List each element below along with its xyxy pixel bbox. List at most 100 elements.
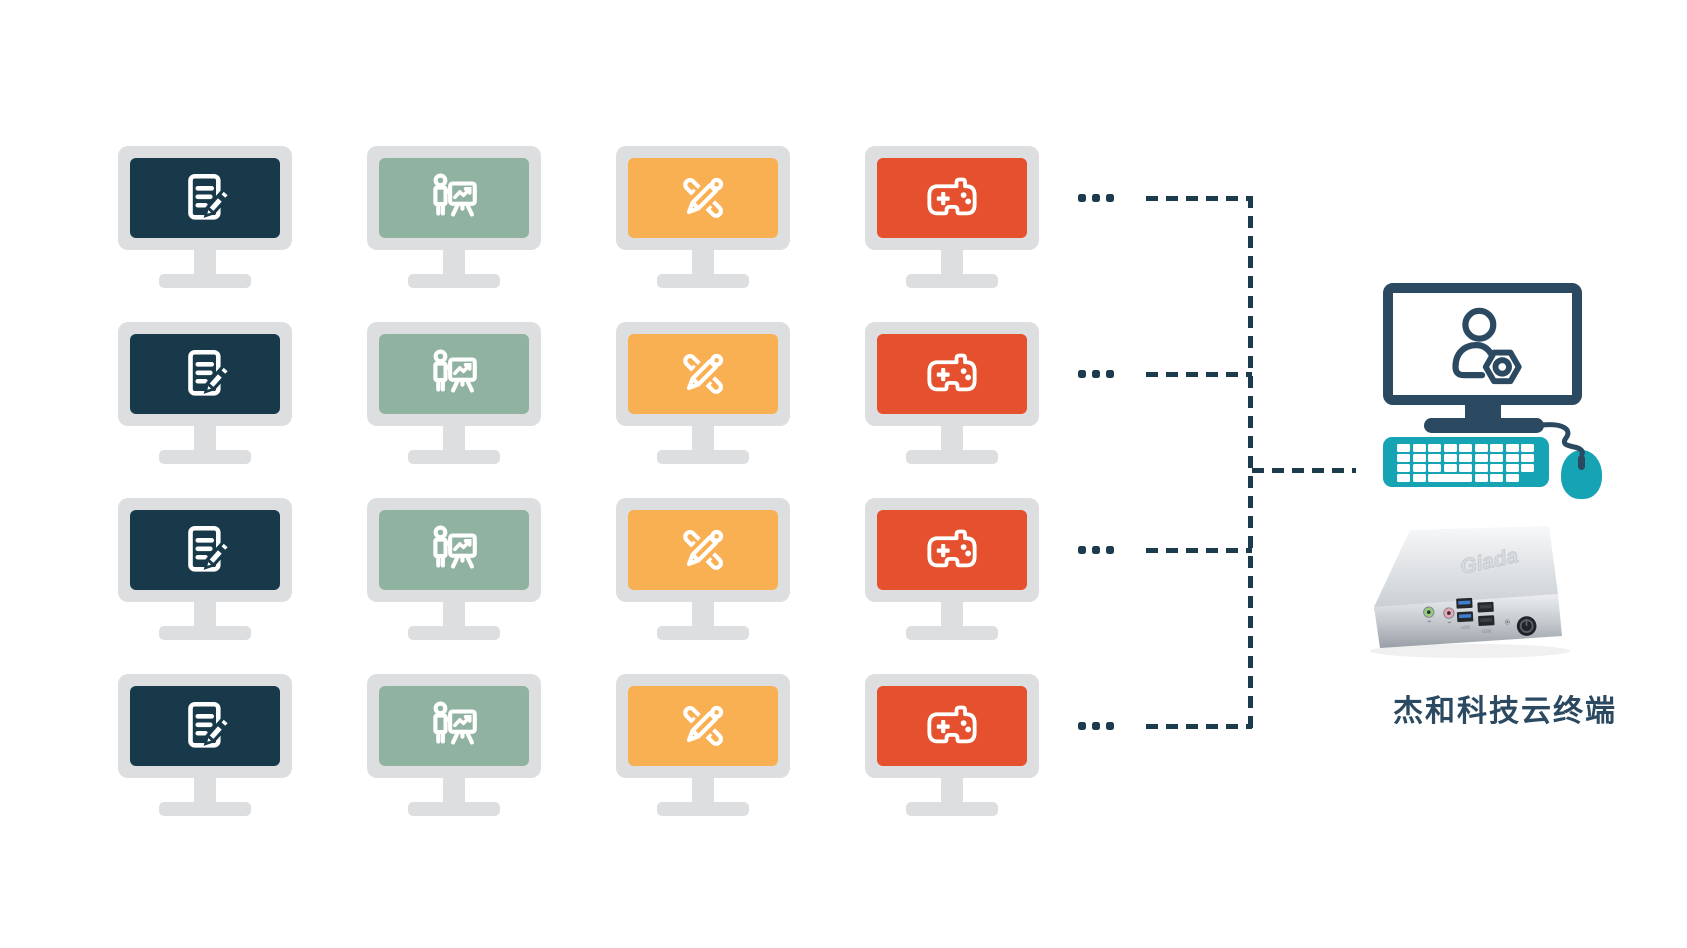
presentation-chart-icon: [425, 169, 483, 227]
ellipsis-more-monitors: [1078, 194, 1114, 202]
trunk-connector-line: [1247, 195, 1253, 729]
monitor-bezel: [118, 146, 292, 250]
monitor-screen: [628, 686, 778, 766]
monitor-design-row1: [616, 146, 790, 288]
monitor-stand-base: [159, 274, 251, 288]
keyboard-key: [1474, 464, 1488, 472]
keyboard-key: [1490, 464, 1503, 472]
row-connector-line: [1146, 723, 1252, 729]
monitor-bezel: [865, 498, 1039, 602]
monitor-document-row2: [118, 322, 292, 464]
usb2-ports: USB: [1477, 601, 1495, 634]
monitor-screen: [379, 334, 529, 414]
monitor-stand-neck: [941, 248, 963, 276]
presentation-chart-icon: [425, 697, 483, 755]
monitor-document-row4: [118, 674, 292, 816]
monitor-stand-neck: [692, 776, 714, 804]
monitor-stand-neck: [443, 776, 465, 804]
monitor-screen: [130, 334, 280, 414]
monitor-screen: [130, 510, 280, 590]
monitor-document-row1: [118, 146, 292, 288]
monitor-design-row2: [616, 322, 790, 464]
monitor-stand-base: [159, 450, 251, 464]
monitor-bezel: [118, 674, 292, 778]
admin-monitor-stand-base: [1424, 418, 1544, 433]
monitor-presentation-row1: [367, 146, 541, 288]
gamepad-icon: [923, 345, 981, 403]
ellipsis-more-monitors: [1078, 722, 1114, 730]
monitor-stand-base: [408, 802, 500, 816]
monitor-bezel: [865, 146, 1039, 250]
row-connector-line: [1146, 547, 1252, 553]
monitor-screen: [130, 158, 280, 238]
keyboard-key: [1443, 444, 1457, 452]
ellipsis-more-monitors: [1078, 546, 1114, 554]
keyboard-key: [1428, 444, 1441, 452]
mouse: [1561, 450, 1602, 499]
monitor-bezel: [367, 498, 541, 602]
document-edit-icon: [176, 521, 234, 579]
monitor-gaming-row3: [865, 498, 1039, 640]
mini-pc-top: [1374, 526, 1558, 607]
admin-monitor: [1383, 283, 1582, 405]
monitor-document-row3: [118, 498, 292, 640]
gamepad-icon: [923, 697, 981, 755]
monitor-bezel: [865, 674, 1039, 778]
monitor-stand-base: [159, 626, 251, 640]
monitor-stand-neck: [194, 248, 216, 276]
monitor-stand-base: [657, 802, 749, 816]
row-connector-line: [1146, 371, 1252, 377]
monitor-stand-base: [906, 450, 998, 464]
svg-text:USB: USB: [1461, 625, 1471, 630]
admin-branch-line: [1252, 467, 1356, 473]
keyboard-key: [1474, 444, 1488, 452]
monitor-stand-base: [408, 274, 500, 288]
monitor-bezel: [367, 146, 541, 250]
monitor-stand-neck: [443, 600, 465, 628]
keyboard-key: [1505, 454, 1519, 462]
monitor-screen: [628, 334, 778, 414]
document-edit-icon: [176, 169, 234, 227]
presentation-chart-icon: [425, 345, 483, 403]
keyboard-key: [1521, 444, 1534, 452]
monitor-presentation-row2: [367, 322, 541, 464]
monitor-bezel: [616, 498, 790, 602]
monitor-bezel: [118, 322, 292, 426]
monitor-bezel: [367, 674, 541, 778]
keyboard-key: [1474, 454, 1488, 462]
mouse-scroll-slit: [1578, 455, 1585, 470]
monitor-presentation-row4: [367, 674, 541, 816]
monitor-stand-neck: [941, 424, 963, 452]
keyboard-key: [1428, 454, 1441, 462]
keyboard-key: [1412, 464, 1426, 472]
document-edit-icon: [176, 345, 234, 403]
monitor-bezel: [616, 146, 790, 250]
monitor-stand-base: [159, 802, 251, 816]
monitor-screen: [628, 510, 778, 590]
device-embossed-logo: Giada: [1458, 544, 1520, 579]
ellipsis-more-monitors: [1078, 370, 1114, 378]
monitor-stand-base: [906, 274, 998, 288]
monitor-stand-neck: [443, 424, 465, 452]
device-caption: 杰和科技云终端: [1393, 695, 1617, 728]
monitor-screen: [379, 158, 529, 238]
monitor-bezel: [616, 322, 790, 426]
monitor-screen: [130, 686, 280, 766]
monitor-gaming-row2: [865, 322, 1039, 464]
gamepad-icon: [923, 169, 981, 227]
monitor-bezel: [118, 498, 292, 602]
monitor-stand-base: [657, 274, 749, 288]
monitor-screen: [877, 686, 1027, 766]
monitor-design-row3: [616, 498, 790, 640]
mini-pc-device: Giada USB: [1370, 526, 1570, 658]
monitor-bezel: [865, 322, 1039, 426]
keyboard-key: [1397, 474, 1410, 482]
mic-jack: [1443, 607, 1455, 619]
monitor-stand-neck: [692, 424, 714, 452]
svg-text:USB: USB: [1482, 628, 1492, 633]
monitor-stand-neck: [941, 776, 963, 804]
monitor-stand-neck: [443, 248, 465, 276]
monitor-bezel: [367, 322, 541, 426]
monitor-stand-base: [906, 626, 998, 640]
monitor-screen: [379, 510, 529, 590]
